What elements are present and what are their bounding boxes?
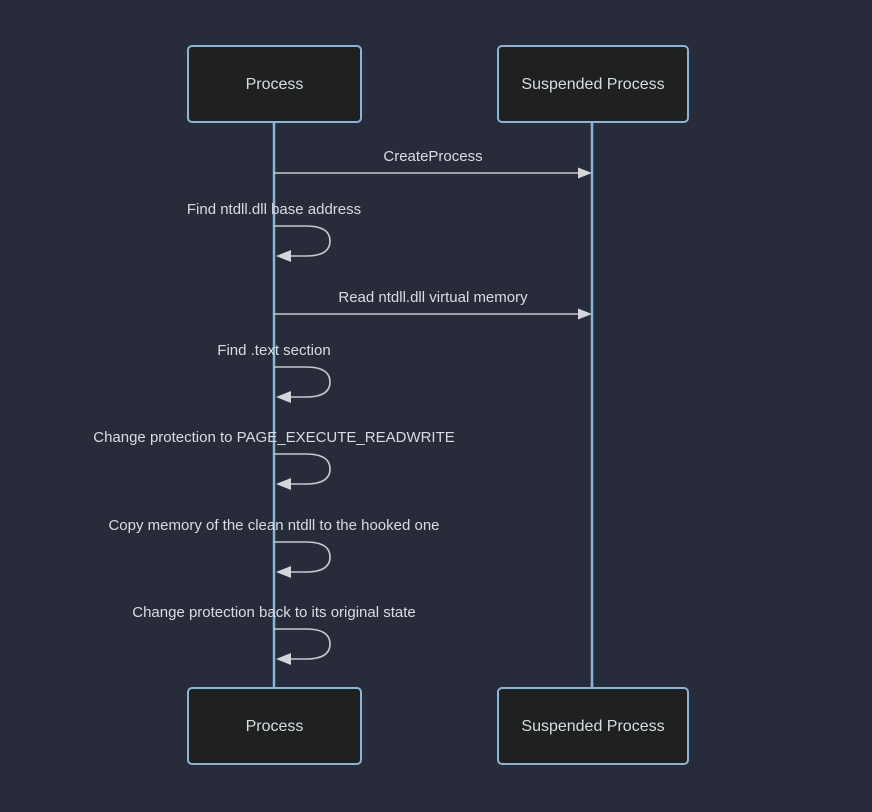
message-label-createprocess: CreateProcess xyxy=(383,148,482,165)
message-arrowhead xyxy=(276,478,291,490)
message-arrowhead xyxy=(276,250,291,262)
actor-box-rect xyxy=(497,45,689,123)
message-loop-path xyxy=(274,453,331,485)
message-loop-path xyxy=(274,225,331,257)
actor-box-process-top[interactable]: Process xyxy=(187,45,362,123)
actor-label-process-top: Process xyxy=(246,76,304,93)
actor-box-rect xyxy=(187,687,362,765)
message-label-copy-clean-ntdll: Copy memory of the clean ntdll to the ho… xyxy=(108,517,439,534)
message-loop-path xyxy=(274,541,331,573)
message-arrowhead xyxy=(578,308,592,320)
message-read-ntdll-memory[interactable]: Read ntdll.dll virtual memory xyxy=(274,289,592,320)
message-arrowhead xyxy=(578,167,592,179)
message-label-find-text-section: Find .text section xyxy=(217,342,330,359)
message-arrowhead xyxy=(276,391,291,403)
actor-label-process-bottom: Process xyxy=(246,718,304,735)
message-arrowhead xyxy=(276,653,291,665)
message-find-ntdll-base[interactable]: Find ntdll.dll base address xyxy=(187,201,361,262)
message-createprocess[interactable]: CreateProcess xyxy=(274,148,592,179)
message-find-text-section[interactable]: Find .text section xyxy=(217,342,331,403)
actor-box-suspended-bottom[interactable]: Suspended Process xyxy=(497,687,689,765)
actor-box-rect xyxy=(497,687,689,765)
message-label-restore-protection: Change protection back to its original s… xyxy=(132,604,416,621)
message-loop-path xyxy=(274,628,331,660)
actor-box-suspended-top[interactable]: Suspended Process xyxy=(497,45,689,123)
message-arrowhead xyxy=(276,566,291,578)
message-restore-protection[interactable]: Change protection back to its original s… xyxy=(132,604,416,665)
message-label-find-ntdll-base: Find ntdll.dll base address xyxy=(187,201,361,218)
actor-box-process-bottom[interactable]: Process xyxy=(187,687,362,765)
message-loop-path xyxy=(274,366,331,398)
actor-label-suspended-top: Suspended Process xyxy=(521,76,664,93)
message-copy-clean-ntdll[interactable]: Copy memory of the clean ntdll to the ho… xyxy=(108,517,440,578)
message-label-read-ntdll-memory: Read ntdll.dll virtual memory xyxy=(338,289,528,306)
actor-box-rect xyxy=(187,45,362,123)
actor-label-suspended-bottom: Suspended Process xyxy=(521,718,664,735)
lifelines xyxy=(272,121,594,688)
message-change-protection-rwx[interactable]: Change protection to PAGE_EXECUTE_READWR… xyxy=(93,429,455,490)
message-label-change-protection-rwx: Change protection to PAGE_EXECUTE_READWR… xyxy=(93,429,455,446)
